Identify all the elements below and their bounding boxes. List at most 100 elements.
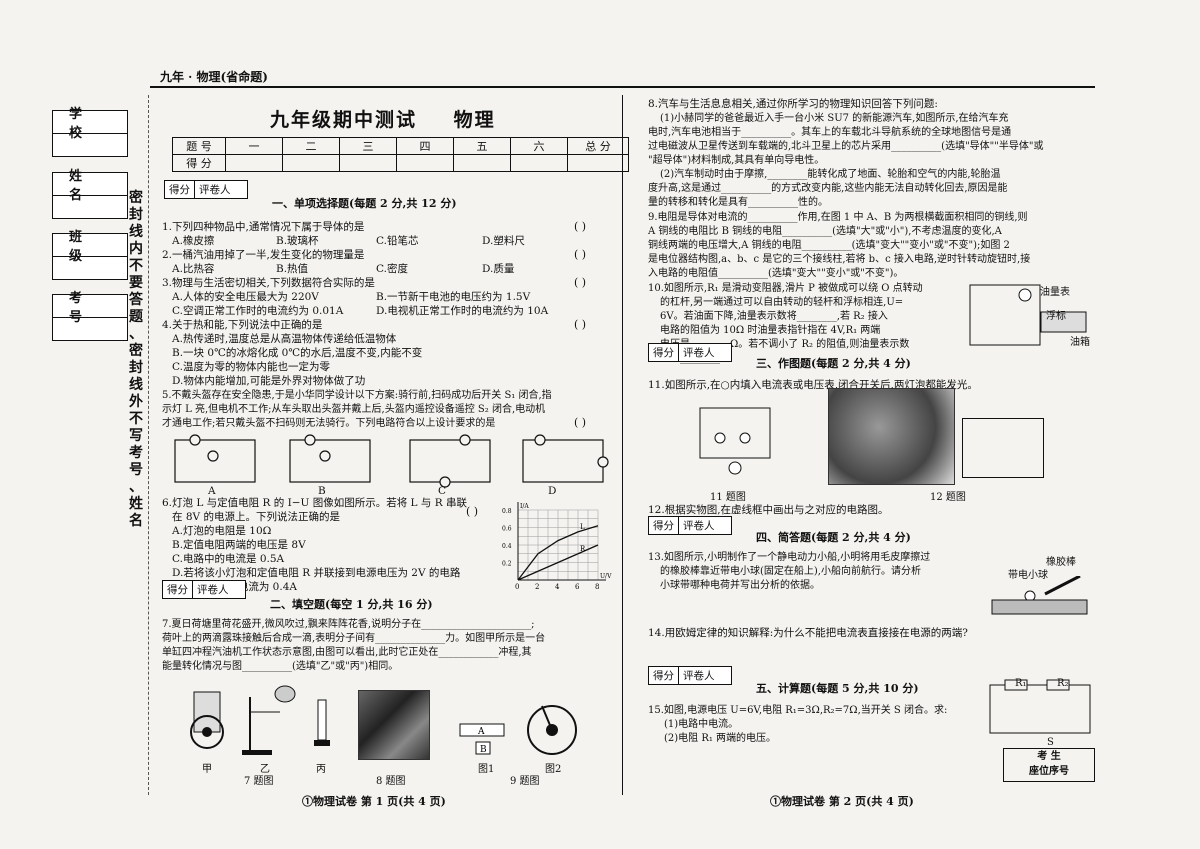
- q4-option-b: B.一块 0℃的冰熔化成 0℃的水后,温度不变,内能不变: [172, 347, 423, 359]
- score-table-cell[interactable]: [453, 154, 511, 172]
- score-table-cell[interactable]: [510, 154, 568, 172]
- q3-option-c: C.空调正常工作时的电流约为 0.01A: [172, 305, 344, 317]
- q7-line4: 能量转化情况与图__________(选填"乙"或"丙")相同。: [162, 661, 399, 672]
- q15-r1-label: R₁: [1015, 678, 1027, 689]
- seal-dashed-line: [148, 95, 149, 795]
- x-tick-label: 0: [515, 583, 519, 591]
- score-table-cell[interactable]: [339, 154, 397, 172]
- seal-char: 题: [129, 309, 143, 325]
- footer-right: ①物理试卷 第 2 页(共 4 页): [770, 795, 914, 808]
- seal-char: 外: [129, 394, 143, 410]
- seal-char: 密: [129, 190, 143, 206]
- score-table-heading: 题 号: [172, 137, 226, 155]
- q7-line1: 7.夏日荷塘里荷花盛开,微风吹过,飘来阵阵花香,说明分子在___________…: [162, 619, 535, 630]
- y-tick-label: 0.6: [502, 526, 512, 533]
- exam-title: 九年级期中测试 物理: [270, 105, 496, 132]
- q15-line3: (2)电阻 R₁ 两端的电压。: [664, 733, 777, 744]
- score-table-cell[interactable]: [396, 154, 454, 172]
- fig8-caption: 8 题图: [376, 776, 406, 787]
- grader-box-2: 得分评卷人: [162, 580, 246, 599]
- x-tick-label: 6: [575, 583, 580, 591]
- class-label: 班 级: [53, 230, 127, 264]
- q8-line2: (1)小赫同学的爸爸最近入手一台小米 SU7 的新能源汽车,如图所示,在给汽车充: [660, 113, 1009, 124]
- q1-option-b: B.玻璃杯: [276, 235, 319, 247]
- score-table-heading: 四: [396, 137, 454, 155]
- score-table-cell[interactable]: 得 分: [172, 154, 226, 172]
- q5-answer-paren[interactable]: ( ): [574, 416, 587, 429]
- section4-title: 四、简答题(每题 2 分,共 4 分): [756, 531, 911, 544]
- q8-line4: 过电磁波从卫星传送到车载端的,北斗卫星上的芯片采用__________(选填"导…: [648, 141, 1044, 152]
- q12-answer-box[interactable]: [962, 418, 1044, 478]
- svg-text:B: B: [480, 745, 487, 755]
- q12-stem: 12.根据实物图,在虚线框中画出与之对应的电路图。: [648, 504, 889, 516]
- seat-number-label-2: 座位序号: [1029, 766, 1069, 777]
- q9-line2: A 铜线的电阻比 B 铜线的电阻__________(选填"大"或"小"),不考…: [648, 226, 1002, 237]
- grader-score: 得分: [649, 344, 679, 361]
- fig9-caption: 9 题图: [510, 776, 540, 787]
- q5-option-a-label: A: [208, 485, 216, 497]
- q5-option-c-label: C: [438, 485, 447, 497]
- grader-box-1: 得分评卷人: [164, 180, 248, 199]
- fig7-caption: 7 题图: [244, 776, 274, 787]
- grader-reviewer: 评卷人: [199, 184, 231, 196]
- section5-title: 五、计算题(每题 5 分,共 10 分): [756, 682, 919, 695]
- score-table-score-row: 得 分: [172, 154, 629, 172]
- grader-box-4: 得分评卷人: [648, 516, 732, 535]
- grader-score: 得分: [165, 181, 195, 198]
- seal-char: 写: [129, 428, 143, 444]
- exam-number-field[interactable]: 考 号: [52, 291, 128, 341]
- y-tick-label: 0.8: [502, 508, 512, 515]
- seal-char: 封: [129, 360, 143, 376]
- q1-stem: 1.下列四种物品中,通常情况下属于导体的是: [162, 221, 365, 233]
- q4-answer-paren[interactable]: ( ): [574, 318, 587, 331]
- q5-circuit-diagrams: [174, 434, 609, 488]
- q9-line5: 入电路的电阻值__________(选填"变大""变小"或"不变")。: [648, 268, 904, 279]
- exam-title-main: 九年级期中测试: [270, 109, 418, 131]
- fig7-label-jia: 甲: [202, 764, 212, 775]
- q6-answer-paren[interactable]: ( ): [466, 505, 479, 518]
- y-axis-label: I/A: [520, 503, 529, 510]
- score-table-cell[interactable]: [567, 154, 629, 172]
- q10-fuel-gauge-circuit: [969, 284, 1087, 346]
- q2-stem: 2.一桶汽油用掉了一半,发生变化的物理量是: [162, 249, 365, 261]
- score-table-heading: 二: [282, 137, 340, 155]
- q11-circuit: [699, 407, 771, 475]
- score-table-heading: 一: [225, 137, 283, 155]
- name-label: 姓 名: [53, 169, 127, 203]
- x-axis-label: U/V: [600, 573, 612, 580]
- q13-rubber-rod-label: 橡胶棒: [1046, 557, 1076, 568]
- seat-number-box[interactable]: 考 生 座位序号: [1003, 748, 1095, 782]
- seal-char: 内: [129, 241, 143, 257]
- q15-r2-label: R₂: [1057, 678, 1069, 689]
- x-tick-label: 2: [535, 583, 539, 591]
- series-label: R: [580, 545, 586, 553]
- q8-line7: 度升高,这是通过__________的方式改变内能,这些内能无法自动转化回去,原…: [648, 183, 1008, 194]
- fig9-wires-fig1: A B: [459, 723, 505, 755]
- fig7-syringe-bing: [314, 699, 330, 746]
- name-field[interactable]: 姓 名: [52, 169, 128, 219]
- q15-switch-label: S: [1047, 737, 1054, 748]
- q5-stem-line2: 示灯 L 亮,但电机不工作;从车头取出头盔并戴上后,头盔内遥控设备遥控 S₂ 闭…: [162, 404, 546, 415]
- score-table-cell[interactable]: [225, 154, 283, 172]
- q8-line5: "超导体")材料制成,其具有单向导电性。: [648, 155, 825, 166]
- q2-option-c: C.密度: [376, 263, 408, 275]
- q1-answer-paren[interactable]: ( ): [574, 220, 587, 233]
- seal-char: 要: [129, 275, 143, 291]
- q13-line1: 13.如图所示,小明制作了一个静电动力小船,小明将用毛皮摩擦过: [648, 552, 931, 563]
- class-field[interactable]: 班 级: [52, 230, 128, 280]
- score-table-cell[interactable]: [282, 154, 340, 172]
- series-label: L: [580, 523, 585, 531]
- school-field[interactable]: 学 校: [52, 107, 128, 157]
- y-tick-label: 0.2: [502, 561, 512, 568]
- q2-answer-paren[interactable]: ( ): [574, 248, 587, 261]
- score-table: 题 号一二三四五六总 分 得 分: [172, 137, 629, 172]
- q3-answer-paren[interactable]: ( ): [574, 276, 587, 289]
- seal-line-text: 密封线内不要答题、密封线外不写考号、姓名: [128, 190, 144, 530]
- q3-option-d: D.电视机正常工作时的电流约为 10A: [376, 305, 549, 317]
- grader-reviewer: 评卷人: [683, 520, 715, 532]
- q10-line3: 6V。若油面下降,油量表示数将________,若 R₂ 接入: [660, 311, 888, 322]
- seal-char: 考: [129, 445, 143, 461]
- q4-option-d: D.物体内能增加,可能是外界对物体做了功: [172, 375, 366, 387]
- q2-option-b: B.热值: [276, 263, 309, 275]
- q9-line3: 铜线两端的电压增大,A 铜线的电阻__________(选填"变大""变小"或"…: [648, 240, 1010, 251]
